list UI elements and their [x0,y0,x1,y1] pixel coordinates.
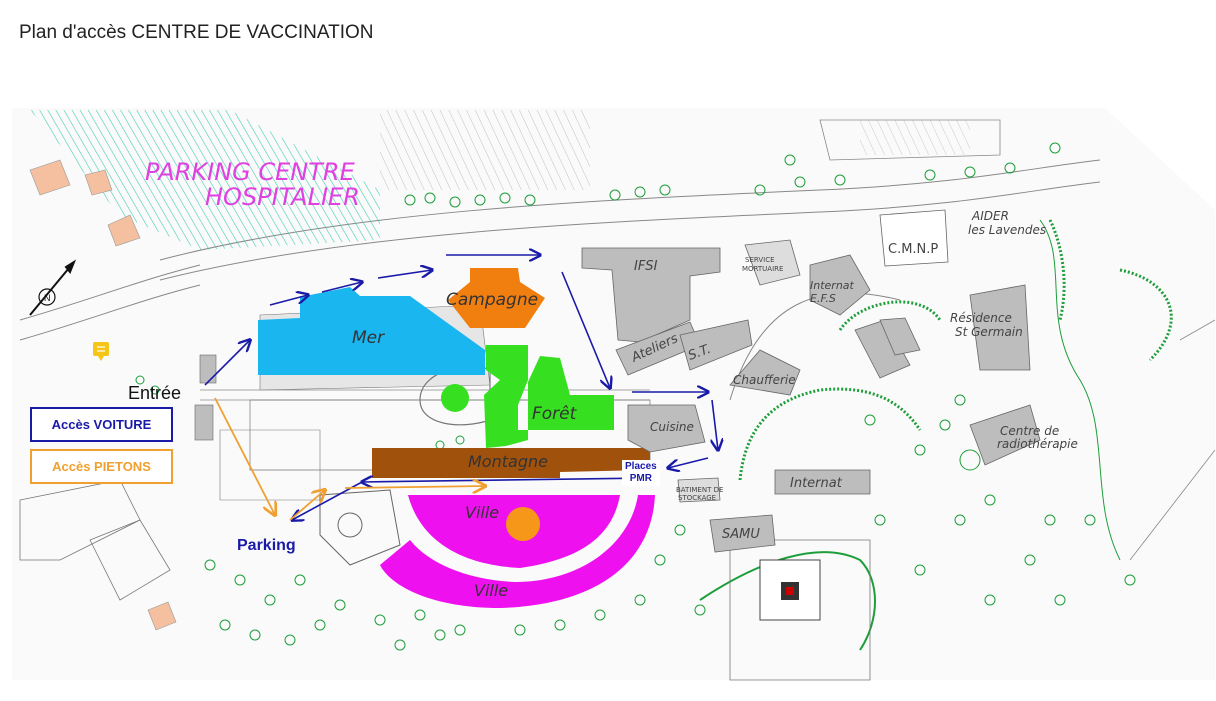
location-marker-icon[interactable] [93,342,109,361]
building-annex-1 [854,319,911,379]
north-label: N [44,293,51,303]
zone-ville-outer-label: Ville [474,581,508,600]
building-ifsi[interactable] [581,247,721,343]
building-samu[interactable] [709,514,776,553]
label-aider-2: les Lavendes [968,223,1046,237]
label-internat-efs-1: Internat [810,279,855,292]
page-title: Plan d'accès CENTRE DE VACCINATION [19,22,374,43]
zone-mer-label: Mer [352,328,385,348]
building-chaufferie[interactable] [729,349,801,396]
building-annex-2 [879,317,921,356]
label-aider-1: AIDER [971,209,1009,223]
legend-pedestrian-access: Accès PIETONS [30,449,173,484]
building-mortuaire[interactable] [744,239,801,286]
label-mortuaire-1: SERVICE [745,256,775,264]
north-compass [29,259,77,316]
zone-mer[interactable] [258,287,485,375]
label-radiotherapie-2: radiothérapie [997,437,1078,451]
parking-centre-label: PARKING CENTRE [145,158,356,186]
zone-foret[interactable] [484,345,614,448]
label-ifsi: IFSI [634,259,658,274]
label-internat-efs-2: E.F.S [810,292,836,305]
label-internat: Internat [790,476,843,491]
label-st: S.T. [686,342,713,364]
label-residence-2: St Germain [955,325,1023,339]
label-stockage-1: BATIMENT DE [676,486,723,494]
zone-foret-label: Forêt [532,404,578,424]
building-cmnp[interactable] [879,209,949,267]
map-background [12,108,1216,681]
zone-ville-inner-label: Ville [465,503,499,522]
building-internat[interactable] [774,469,871,495]
car-routes [204,255,718,520]
entrance-label: Entrée [128,383,182,403]
label-residence-1: Résidence [950,311,1012,325]
zone-ville[interactable] [380,495,655,608]
zone-montagne[interactable] [372,448,650,478]
building-internat-efs[interactable] [809,254,871,316]
zone-campagne[interactable] [448,268,545,328]
building-st[interactable] [679,319,753,371]
building-cuisine[interactable] [627,404,706,453]
building-radiotherapie[interactable] [969,404,1041,466]
places-pmr-line1: Places [625,461,657,472]
label-samu: SAMU [722,527,760,542]
label-mortuaire-2: MORTUAIRE [742,265,783,273]
label-cmnp: C.M.N.P [888,242,938,257]
parking-centre-label-2: HOSPITALIER [205,183,360,211]
building-stockage[interactable] [677,477,721,503]
parking-label: Parking [237,537,296,554]
zone-campagne-label: Campagne [446,290,538,310]
places-pmr-line2: PMR [629,473,652,484]
label-chaufferie: Chaufferie [733,373,796,387]
label-cuisine: Cuisine [650,420,694,434]
places-pmr-label: Places PMR [622,460,660,486]
legend-car-access: Accès VOITURE [30,407,173,442]
pedestrian-routes [214,397,485,521]
zone-montagne-label: Montagne [468,452,548,471]
label-stockage-2: STOCKAGE [678,494,716,502]
building-residence[interactable] [969,284,1031,371]
label-radiotherapie-1: Centre de [1000,424,1059,438]
